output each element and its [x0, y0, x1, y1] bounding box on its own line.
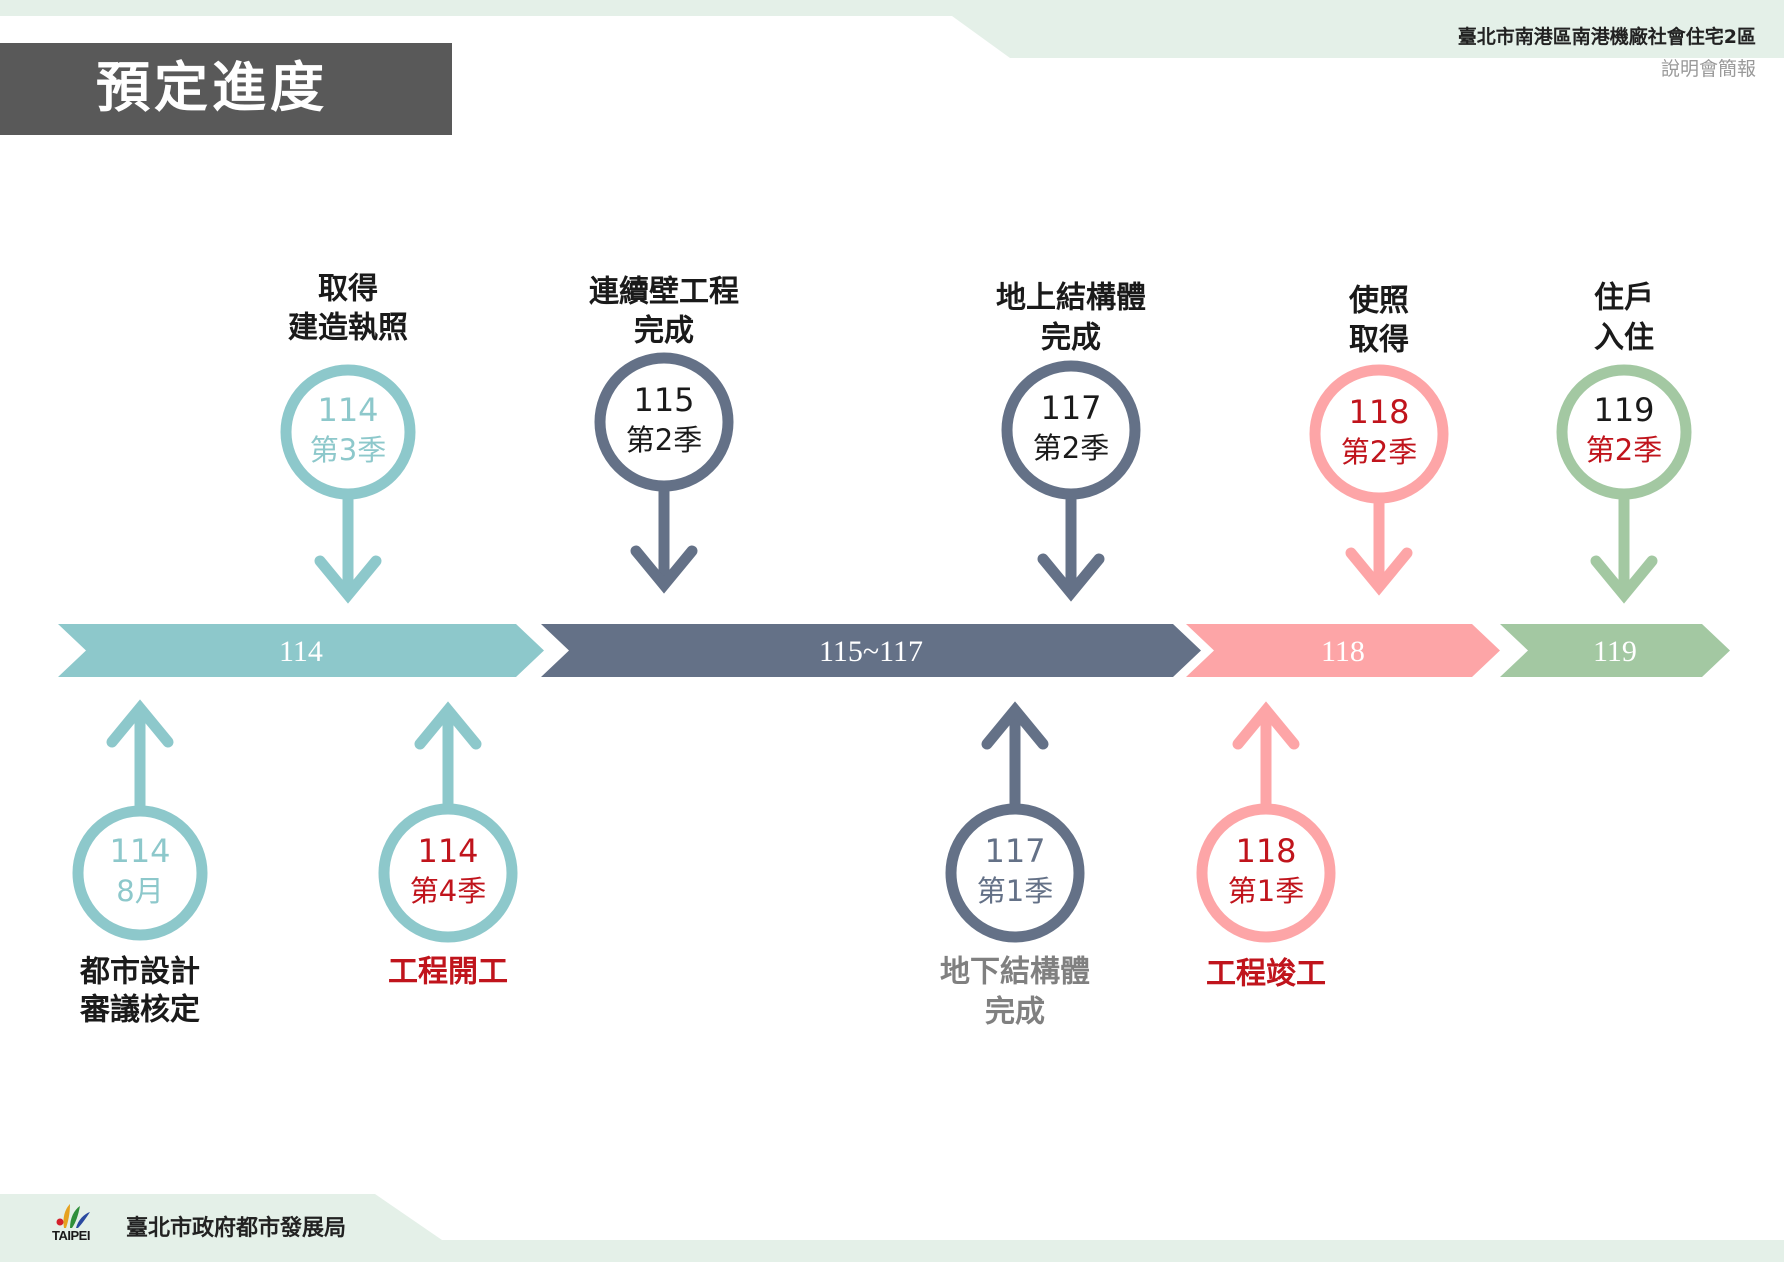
up-arrow-icon — [106, 699, 174, 748]
milestone-circle — [1309, 364, 1449, 504]
milestone-label: 完成 — [985, 995, 1045, 1030]
milestone-label: 完成 — [634, 314, 694, 349]
down-arrow-icon — [1345, 547, 1413, 596]
milestone-label: 住戶 — [1594, 281, 1654, 316]
timeline-segment-4 — [1500, 624, 1730, 677]
milestone-label: 建造執照 — [288, 311, 408, 346]
timeline-segment-label: 115~117 — [819, 635, 923, 668]
milestone-year: 114 — [109, 832, 170, 870]
timeline-segment-2 — [541, 624, 1201, 677]
milestone-period: 第2季 — [626, 423, 702, 457]
milestone-year: 114 — [317, 391, 378, 429]
milestone-period: 第2季 — [1033, 431, 1109, 465]
milestone-label: 取得 — [318, 272, 378, 307]
timeline-segment-1 — [58, 624, 544, 677]
milestone-period: 第1季 — [977, 874, 1053, 908]
down-arrow-icon — [314, 555, 382, 604]
up-arrow-icon — [981, 701, 1049, 750]
milestone-label: 工程竣工 — [1206, 957, 1326, 992]
milestone-label: 入住 — [1594, 321, 1654, 356]
timeline-segment-3 — [1186, 624, 1500, 677]
milestone-circle — [945, 803, 1085, 943]
milestone-period: 第2季 — [1586, 433, 1662, 467]
milestone-period: 第1季 — [1228, 874, 1304, 908]
milestone-year: 117 — [1040, 389, 1101, 427]
milestone-period: 第3季 — [310, 433, 386, 467]
milestone-year: 119 — [1593, 391, 1654, 429]
down-arrow-icon — [630, 545, 698, 594]
milestone-label: 連續壁工程 — [589, 275, 739, 310]
milestone-year: 114 — [417, 832, 478, 870]
timeline-segment-label: 119 — [1593, 635, 1637, 668]
milestone-label: 取得 — [1349, 323, 1409, 358]
milestone-year: 115 — [633, 381, 694, 419]
milestone-year: 117 — [984, 832, 1045, 870]
header-band — [0, 0, 1784, 58]
down-arrow-icon — [1037, 553, 1105, 602]
timeline-segment-label: 118 — [1321, 635, 1365, 668]
up-arrow-icon — [1232, 701, 1300, 750]
milestone-period: 第4季 — [410, 874, 486, 908]
milestone-label: 地上結構體 — [996, 281, 1146, 316]
footer-organization: 臺北市政府都市發展局 — [126, 1216, 347, 1241]
milestone-period: 第2季 — [1341, 435, 1417, 469]
up-arrow-icon — [414, 701, 482, 750]
project-name: 臺北市南港區南港機廠社會住宅2區 — [1457, 26, 1756, 48]
milestone-circle — [1556, 364, 1692, 500]
page-title: 預定進度 — [96, 56, 328, 119]
taipei-logo-icon — [56, 1204, 90, 1228]
down-arrow-icon — [1590, 555, 1658, 604]
milestone-circle — [1196, 803, 1336, 943]
milestone-label: 工程開工 — [388, 955, 508, 990]
milestone-circle — [280, 364, 416, 500]
taipei-logo-text: TAIPEI — [52, 1228, 90, 1243]
milestone-period: 8月 — [116, 874, 163, 908]
milestone-label: 都市設計 — [79, 955, 200, 990]
milestone-circle — [72, 805, 208, 941]
footer-band — [0, 1194, 1784, 1262]
milestone-circle — [1001, 360, 1141, 500]
timeline-segment-label: 114 — [279, 635, 323, 668]
document-type: 說明會簡報 — [1660, 58, 1756, 80]
milestone-label: 地下結構體 — [940, 955, 1090, 990]
milestone-label: 審議核定 — [79, 993, 200, 1028]
title-box: 預定進度 — [0, 43, 452, 135]
milestone-year: 118 — [1348, 393, 1409, 431]
milestone-label: 完成 — [1041, 321, 1101, 356]
milestone-year: 118 — [1235, 832, 1296, 870]
milestone-circle — [378, 803, 518, 943]
milestone-label: 使照 — [1348, 284, 1409, 319]
milestone-circle — [594, 352, 734, 492]
header-info: 臺北市南港區南港機廠社會住宅2區 說明會簡報 — [1458, 24, 1756, 82]
